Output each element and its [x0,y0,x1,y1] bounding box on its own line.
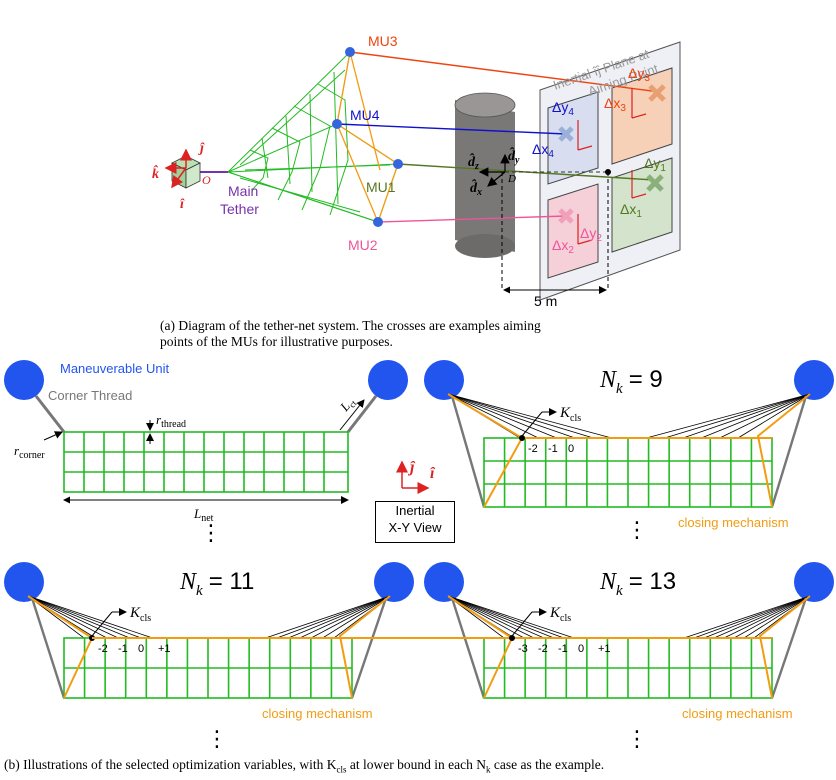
label-j-hat: ĵ [198,141,205,156]
region-2 [547,183,599,279]
ellipsis-ref: ⋮ [200,520,222,545]
label-D: D [507,173,516,185]
label-dx3: Δx3 [604,95,626,114]
label-nk9: Nk= 9 [599,366,663,397]
tick-label: -1 [558,643,568,655]
label-dy2: Δy2 [580,225,602,244]
label-dy4: Δy4 [552,99,574,118]
label-k-cls: Kcls [549,605,571,624]
label-dx4: Δx4 [532,141,554,160]
ellipsis: ⋮ [206,726,228,751]
nk-panels: Kcls -2 -1 0 Nk= 9 closing mechanism ⋮ Kcls -2 -1… [4,360,834,751]
label-k-cls: Kcls [559,405,581,424]
inertial-xy-view-box: Inertial X-Y View [375,501,455,543]
tick-label: 0 [568,443,574,455]
label-k-hat: k̂ [152,164,159,182]
label-l-net: Lnet [193,506,214,524]
label-nk11: Nk= 11 [179,568,254,599]
panel-a: MU3 MU4 MU1 MU2 Main Tether Inertial îĵ … [152,33,681,309]
inertial-label-2: X-Y View [388,520,442,535]
label-main-tether-1: Main [228,183,258,199]
tick-label: -2 [538,643,548,655]
label-r-thread: rthread [156,412,186,430]
label-closing-mechanism: closing mechanism [678,515,789,530]
label-dx1: Δx1 [620,201,642,220]
panel-b-reference: Maneuverable Unit Corner Thread rthread … [4,360,436,545]
label-mu1: MU1 [366,179,396,195]
reference-net [63,431,349,493]
label-nk13: Nk= 13 [599,568,676,599]
label-closing-mechanism: closing mechanism [262,706,373,721]
debris-cylinder [454,92,516,258]
inertial-label-1: Inertial [395,503,435,518]
label-mu2: MU2 [348,237,378,253]
tick-label: 0 [578,643,584,655]
label-r-corner: rcorner [14,443,45,461]
caption-b: (b) Illustrations of the selected optimi… [4,757,605,775]
label-i-hat: î [180,197,185,212]
label-corner-thread: Corner Thread [48,388,132,403]
caption-a-line2: points of the MUs for illustrative purpo… [160,334,393,349]
label-mu4: MU4 [350,107,380,123]
mu3-dot [345,47,355,57]
caption-a-line1: (a) Diagram of the tether-net system. Th… [160,318,541,333]
mu2-dot [373,217,383,227]
aiming-crosses [558,84,666,224]
label-l-ct: Lct [336,393,359,416]
ellipsis: ⋮ [626,726,648,751]
label-5m: 5 m [534,293,557,309]
tick-label: 0 [138,643,144,655]
label-dy3: Δy3 [628,65,650,84]
label-dy1: Δy1 [644,155,666,174]
ellipsis: ⋮ [626,517,648,542]
mu1-dot [393,159,403,169]
label-maneuverable-unit: Maneuverable Unit [60,361,170,376]
label-O: O [202,173,211,187]
tick-label: -2 [528,443,538,455]
label-dy: d̂y [508,146,520,166]
label-main-tether-2: Tether [220,201,259,217]
tick-label: -1 [548,443,558,455]
nk-panel-nk9: Kcls -2 -1 0 Nk= 9 closing mechanism ⋮ [424,360,834,542]
tick-label: -1 [118,643,128,655]
label-k-cls: Kcls [129,605,151,624]
label-dx2: Δx2 [552,237,574,256]
label-mu3: MU3 [368,33,398,49]
label-closing-mechanism: closing mechanism [682,706,793,721]
origin-cube [164,148,201,189]
tick-label: +1 [158,643,171,655]
tick-label: -3 [518,643,528,655]
tick-label: +1 [598,643,611,655]
label-dx: d̂x [470,178,482,198]
caption-a: (a) Diagram of the tether-net system. Th… [160,318,720,350]
mu4-dot [332,119,342,129]
label-i-hat-b: î [430,465,436,482]
nk-panel-nk11: Kcls -2 -1 0 +1 Nk= 11 closing mechanism ⋮ [4,562,414,751]
tick-label: -2 [98,643,108,655]
nk-panel-nk13: Kcls -3 -2 -1 0 +1 Nk= 13 closing mechanism ⋮ [92,562,834,751]
label-j-hat-b: ĵ [407,459,416,476]
label-dz: d̂z [468,152,479,172]
